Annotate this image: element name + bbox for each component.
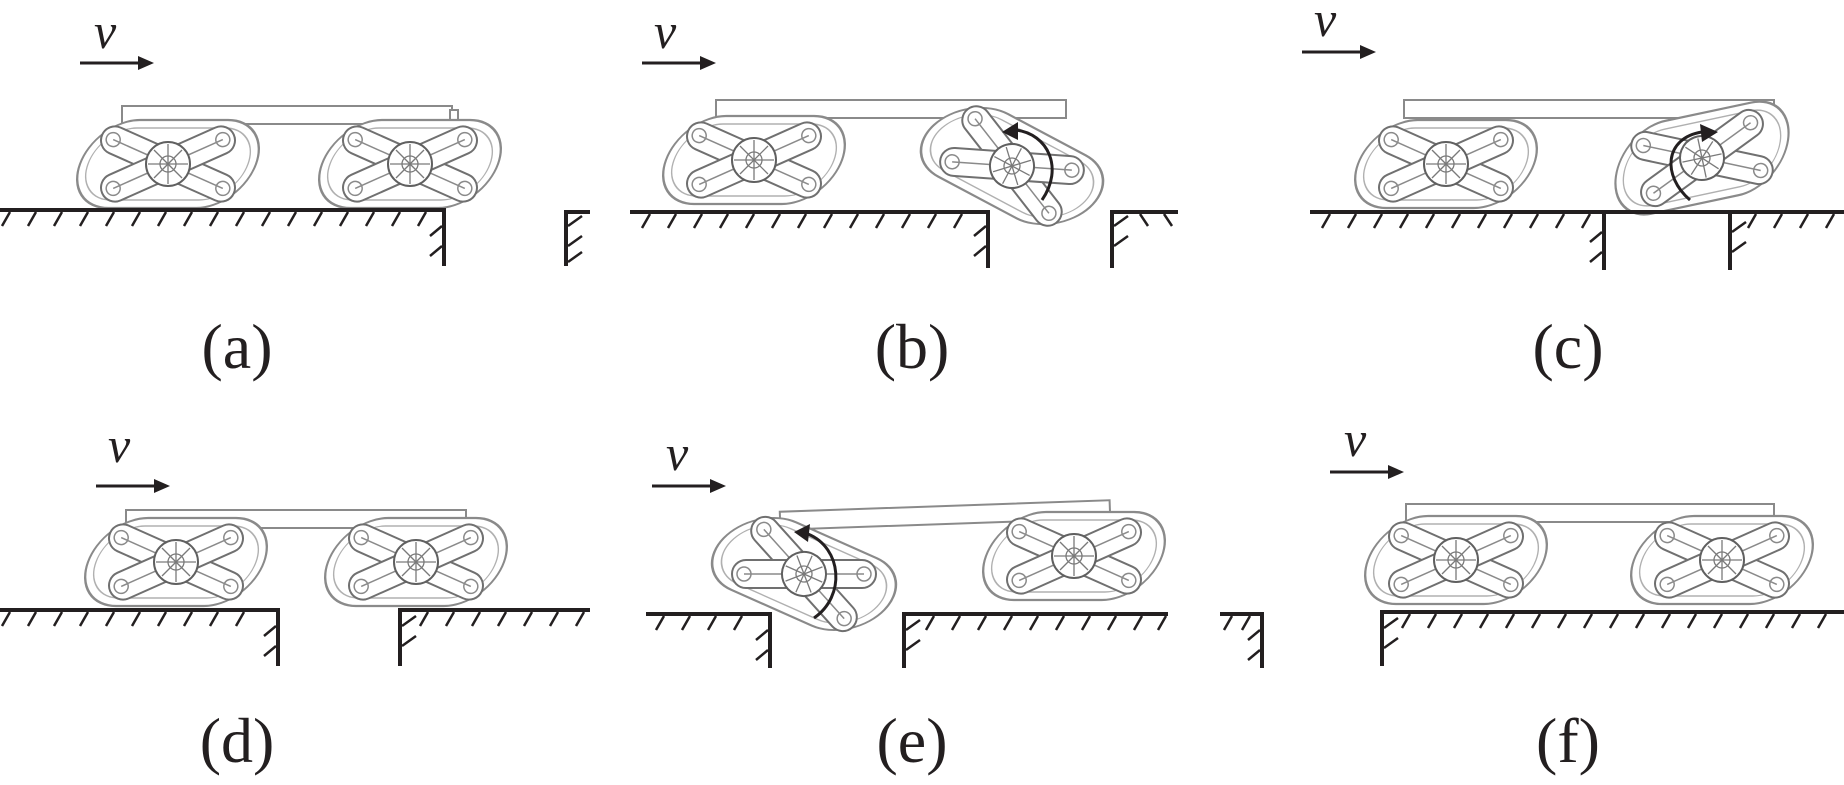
panel-label: (e) [876, 705, 947, 776]
velocity-label: v [666, 425, 689, 481]
front-track-module [62, 118, 274, 210]
ground [0, 208, 590, 266]
velocity-indicator: v [1302, 0, 1376, 59]
robot [62, 105, 516, 210]
rotation-arrow [1002, 122, 1054, 201]
panel-label: (f) [1536, 705, 1600, 776]
panel-label: (c) [1532, 311, 1603, 382]
velocity-label: v [94, 3, 117, 59]
robot [689, 490, 1180, 658]
robot [70, 509, 522, 608]
rotation-arrow [794, 524, 838, 620]
velocity-indicator: v [652, 425, 726, 493]
panel-e: v (e) [646, 425, 1264, 776]
front-track-module [70, 516, 282, 608]
robot [648, 77, 1126, 255]
ground [630, 210, 1178, 268]
panel-f: v (f) [1330, 411, 1844, 776]
rear-track-module [310, 516, 522, 608]
velocity-label: v [1314, 0, 1337, 47]
velocity-label: v [654, 3, 677, 59]
panel-label: (b) [875, 311, 950, 382]
ground [0, 608, 590, 666]
rear-track-module [304, 118, 516, 210]
robot [1340, 92, 1814, 224]
panel-a: v (a) [0, 3, 590, 382]
panel-label: (a) [201, 311, 272, 382]
velocity-indicator: v [642, 3, 716, 70]
ground [1380, 610, 1844, 666]
velocity-label: v [1344, 411, 1367, 467]
robot [1350, 503, 1828, 606]
panel-label: (d) [200, 705, 275, 776]
rear-track-module [1616, 514, 1828, 606]
ground [646, 612, 1264, 668]
front-track-module [648, 114, 860, 206]
panel-c: v (c) [1302, 0, 1844, 382]
velocity-indicator: v [1330, 411, 1404, 479]
velocity-indicator: v [96, 417, 170, 493]
rear-track-module [968, 510, 1180, 602]
panel-d: v (d) [0, 417, 590, 776]
ground [1310, 210, 1844, 270]
front-track-module [1340, 118, 1552, 210]
rotation-arrow [1669, 124, 1718, 202]
front-track-module [1350, 514, 1562, 606]
velocity-indicator: v [80, 3, 154, 70]
velocity-label: v [108, 417, 131, 473]
panel-b: v (b) [630, 3, 1178, 382]
